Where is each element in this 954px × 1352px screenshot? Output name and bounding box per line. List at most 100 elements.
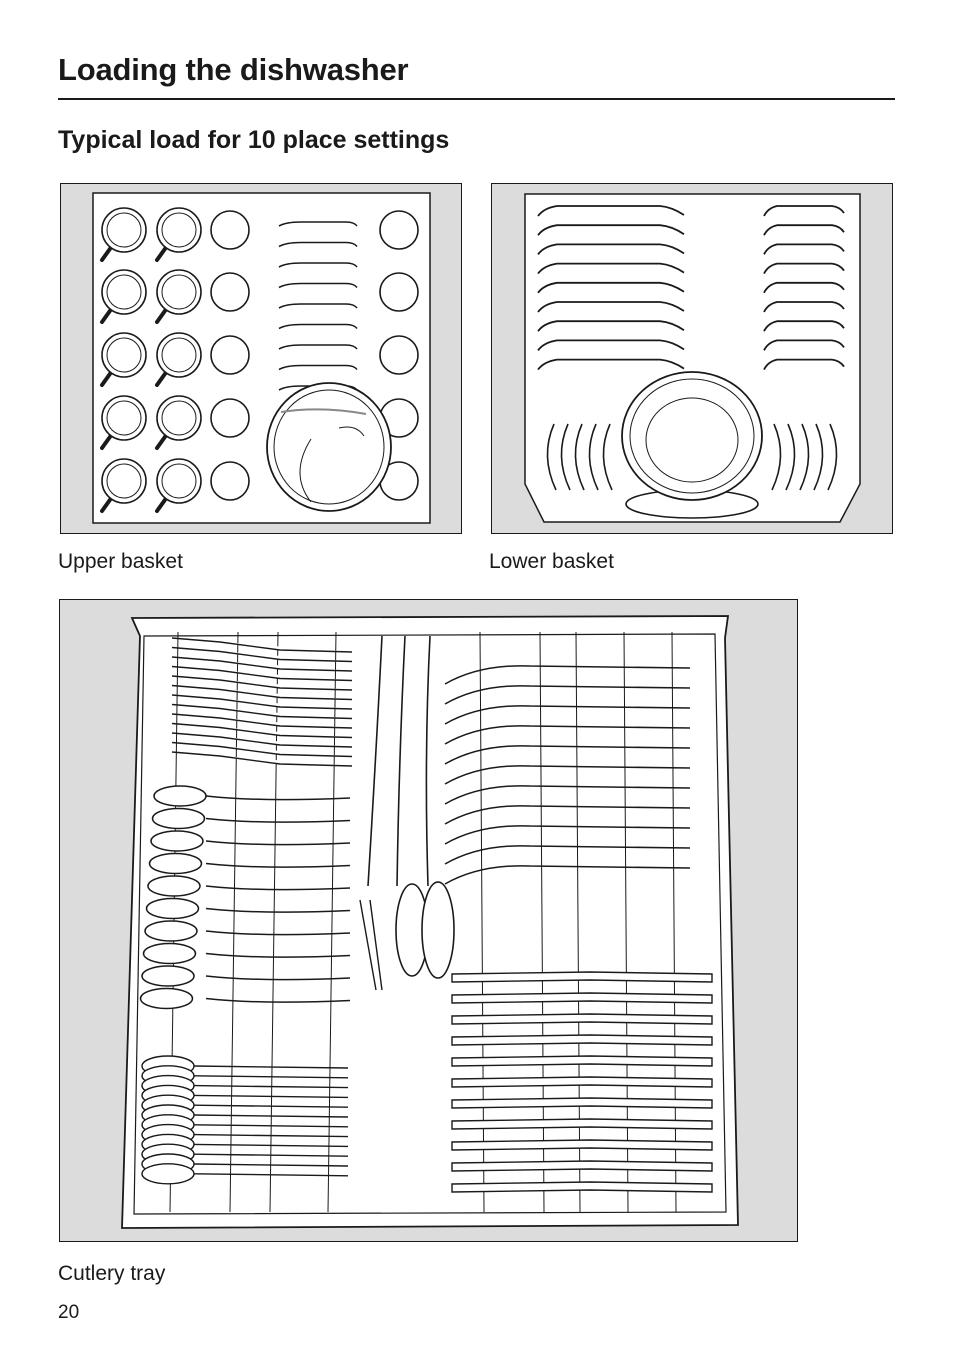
bowl-highlight xyxy=(280,408,367,415)
cup-rim xyxy=(106,463,142,499)
serving-bowl-inner xyxy=(645,397,739,483)
page-title: Loading the dishwasher xyxy=(58,52,409,87)
plate xyxy=(763,320,845,332)
fork xyxy=(444,665,691,685)
teaspoon-handle xyxy=(193,1163,349,1167)
tray-rail xyxy=(479,631,485,1213)
spoon-handle xyxy=(205,885,351,891)
cup-handle xyxy=(155,495,169,513)
cup-handle xyxy=(100,244,114,262)
glass xyxy=(379,335,419,375)
cup-rim xyxy=(106,337,142,373)
teaspoon xyxy=(141,1163,195,1185)
small-plate xyxy=(785,423,796,491)
spoon-handle xyxy=(205,930,351,936)
serving-utensil xyxy=(396,635,406,887)
plate xyxy=(537,320,685,332)
cup xyxy=(101,395,147,441)
cup xyxy=(156,458,202,504)
cutlery-tray-caption: Cutlery tray xyxy=(58,1262,166,1285)
teaspoon-handle xyxy=(193,1094,349,1099)
bowl xyxy=(266,382,392,512)
cup-handle xyxy=(155,244,169,262)
small-plate xyxy=(771,423,782,491)
plate xyxy=(763,205,845,217)
cup-rim xyxy=(161,212,197,248)
knife xyxy=(451,1097,713,1109)
lower-basket-caption: Lower basket xyxy=(489,550,614,573)
plate xyxy=(537,262,685,275)
saucer xyxy=(278,241,358,248)
spoon-handle xyxy=(205,840,351,846)
glass xyxy=(210,398,250,438)
glass xyxy=(210,335,250,375)
fork xyxy=(171,675,353,691)
bowl-curve xyxy=(338,426,365,437)
knife xyxy=(451,971,713,983)
plate xyxy=(537,301,685,313)
cup xyxy=(101,458,147,504)
fork xyxy=(444,725,691,745)
saucer xyxy=(278,364,358,371)
fork xyxy=(171,665,353,682)
knife xyxy=(451,1055,713,1067)
cup xyxy=(101,269,147,315)
tray-rail xyxy=(327,631,337,1213)
plate xyxy=(763,339,845,351)
teaspoon-handle xyxy=(193,1075,349,1079)
teaspoon-handle xyxy=(193,1104,349,1108)
spoon-handle xyxy=(205,795,351,801)
tray-rail xyxy=(671,631,677,1213)
knife xyxy=(451,1034,713,1046)
fork xyxy=(171,751,353,767)
small-plate xyxy=(827,423,838,491)
small-plate xyxy=(602,423,613,491)
page-number: 20 xyxy=(58,1302,80,1323)
plate xyxy=(537,205,685,217)
spoon-handle xyxy=(205,817,351,823)
fork xyxy=(444,785,691,805)
fork xyxy=(444,685,691,705)
fork xyxy=(171,684,353,701)
spoon-bowl xyxy=(151,807,206,830)
fork xyxy=(171,703,353,720)
glass xyxy=(210,210,250,250)
glass xyxy=(210,272,250,312)
section-heading: Typical load for 10 place settings xyxy=(58,126,450,154)
cup-rim xyxy=(161,274,197,310)
plate xyxy=(763,281,845,294)
tray-rail xyxy=(539,631,545,1213)
cup xyxy=(156,332,202,378)
teaspoon-handle xyxy=(193,1133,349,1138)
spoon-bowl xyxy=(150,830,204,852)
cup-handle xyxy=(155,432,169,450)
spoon-bowl xyxy=(141,965,195,987)
saucer xyxy=(278,282,358,289)
serving-utensil xyxy=(367,635,383,887)
spoon-bowl xyxy=(153,785,207,807)
knife xyxy=(451,1160,713,1172)
cup xyxy=(156,269,202,315)
teaspoon-handle xyxy=(193,1143,349,1148)
serving-spoon xyxy=(421,881,455,979)
small-plate xyxy=(588,423,599,491)
cup-handle xyxy=(100,369,114,387)
cup-rim xyxy=(106,400,142,436)
fork xyxy=(171,646,353,663)
fork xyxy=(444,765,691,785)
serving-bowl-rim xyxy=(629,378,755,494)
plate xyxy=(537,358,685,371)
small-plate xyxy=(799,423,810,491)
small-plate xyxy=(546,423,557,491)
cup-rim xyxy=(161,400,197,436)
glass xyxy=(379,210,419,250)
serving-bowl xyxy=(621,371,763,501)
lower-basket-illustration xyxy=(491,183,893,534)
teaspoon-handle xyxy=(193,1153,349,1157)
plate xyxy=(763,301,845,313)
saucer xyxy=(278,344,358,350)
knife xyxy=(451,1118,713,1130)
fork xyxy=(171,694,353,710)
teaspoon-handle xyxy=(193,1084,349,1089)
spoon-bowl xyxy=(142,942,197,965)
